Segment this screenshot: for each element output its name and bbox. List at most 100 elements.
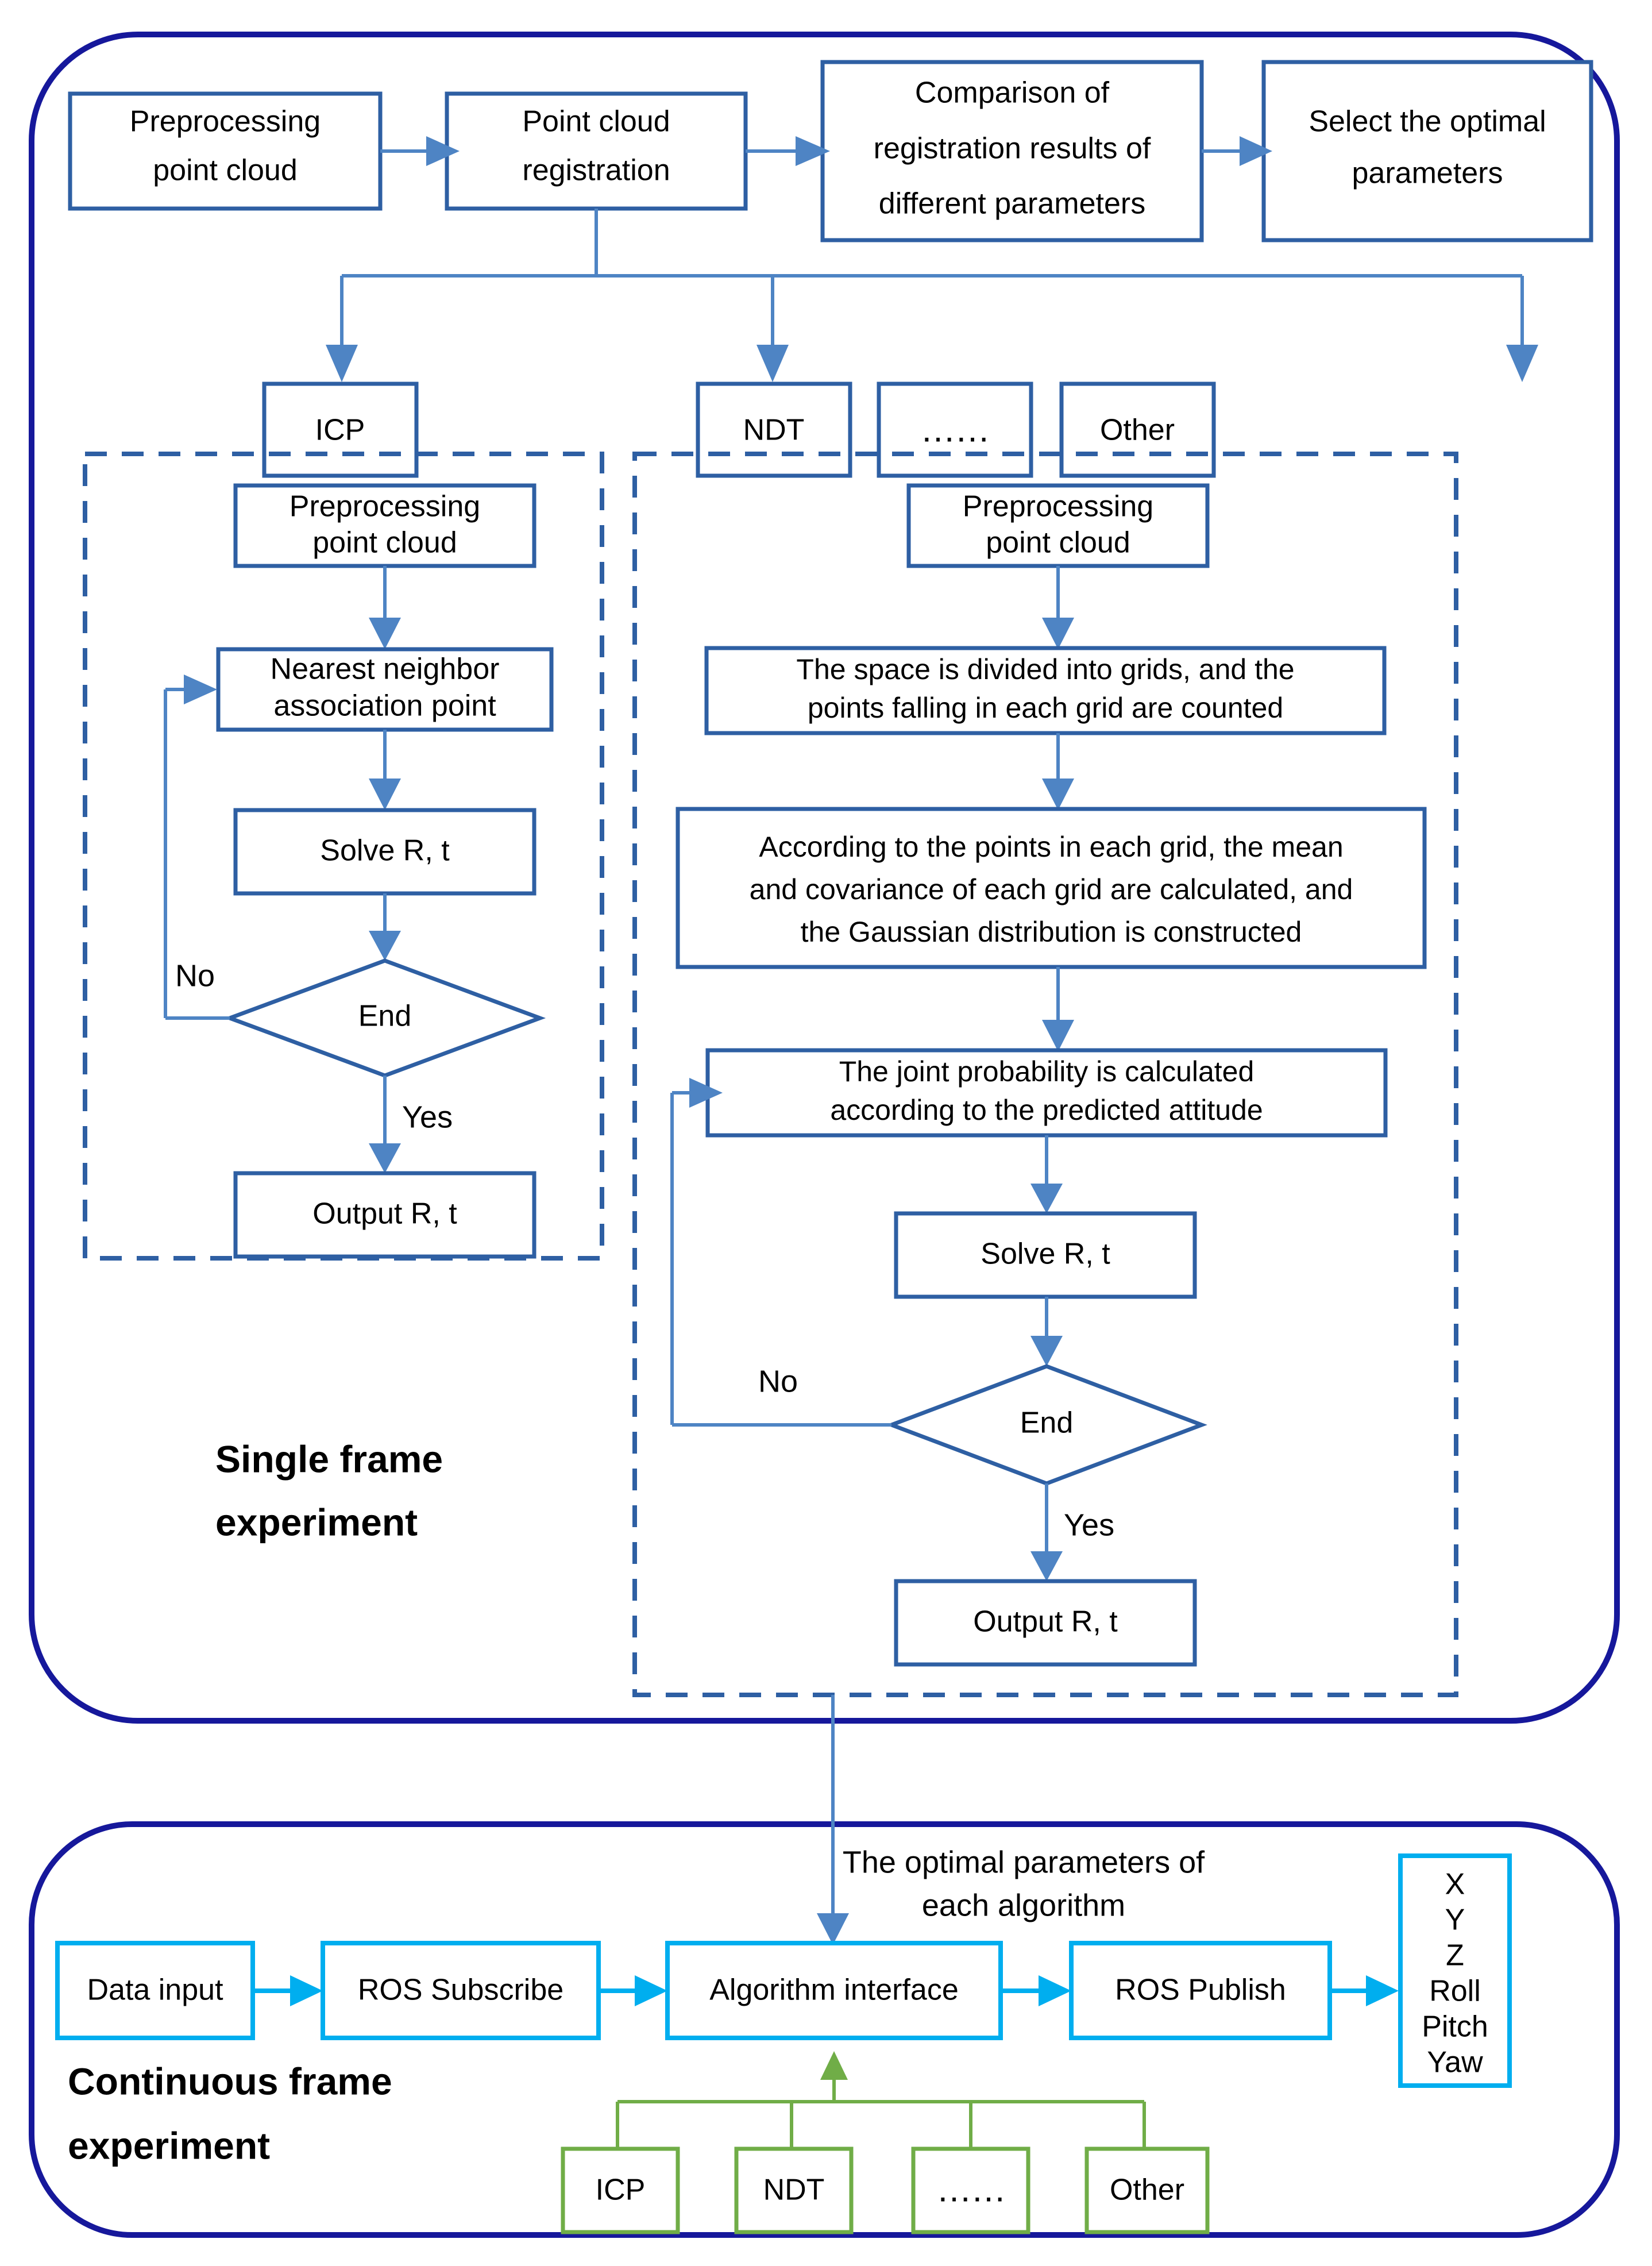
arrow-ros-subscribe-to-algorithm-interface (599, 1975, 667, 2006)
box-icp-solve-label: Solve R, t (320, 834, 450, 868)
box-icp-preprocess[interactable] (233, 483, 536, 568)
continuous-frame-label-line2: experiment (68, 2124, 270, 2167)
box-icp-preprocess-line1: Preprocessing (290, 490, 480, 523)
box-bottom-ellipsis[interactable] (911, 2146, 1030, 2234)
box-ndt-solve-label: Solve R, t (981, 1238, 1110, 1271)
edge-label-icp-no: No (175, 958, 215, 993)
box-ros-subscribe[interactable] (321, 1941, 601, 2040)
arrow-preprocessing-to-registration (380, 136, 460, 166)
box-select-optimal-line2: parameters (1352, 157, 1503, 190)
box-bottom-ndt[interactable] (734, 2146, 854, 2234)
transfer-note-line2: each algorithm (922, 1888, 1125, 1922)
box-icp-solve[interactable] (233, 808, 536, 896)
continuous-frame-container (29, 1821, 1620, 2238)
box-ros-publish-label: ROS Publish (1115, 1974, 1286, 2007)
single-frame-label-line1: Single frame (215, 1438, 443, 1480)
arrow-icp-end-to-output (369, 1076, 401, 1173)
box-comparison-line1: Comparison of (915, 76, 1110, 110)
box-algo-ellipsis[interactable] (877, 381, 1033, 478)
arrow-ndt-joint-to-solve (1030, 1135, 1063, 1213)
box-icp-output-label: Output R, t (312, 1197, 457, 1231)
box-bottom-icp-label: ICP (596, 2173, 646, 2207)
arrow-ndt-grid-to-gauss (1042, 733, 1074, 810)
pose-output-item-roll: Roll (1429, 1975, 1481, 2008)
box-algorithm-interface-label: Algorithm interface (709, 1974, 959, 2007)
box-ndt-gauss[interactable] (676, 807, 1427, 969)
box-algo-icp-label: ICP (315, 414, 365, 447)
box-bottom-ndt-label: NDT (763, 2173, 825, 2207)
box-ndt-preprocess-line1: Preprocessing (963, 490, 1153, 523)
box-pose-output[interactable] (1398, 1853, 1512, 2088)
arrow-comparison-to-select (1202, 136, 1272, 166)
ndt-branch-panel (632, 452, 1458, 1697)
arrow-ndt-preprocess-to-grid (1042, 566, 1074, 649)
box-icp-nearest[interactable] (216, 647, 554, 732)
box-comparison-line2: registration results of (874, 132, 1151, 165)
box-ndt-grid[interactable] (704, 646, 1387, 735)
arrow-data-input-to-ros-subscribe (253, 1975, 323, 2006)
box-data-input-label: Data input (87, 1974, 223, 2007)
continuous-frame-label-line1: Continuous frame (68, 2060, 392, 2102)
box-algo-other[interactable] (1059, 381, 1216, 478)
box-icp-preprocess-line2: point cloud (312, 526, 457, 560)
box-select-optimal[interactable] (1261, 60, 1593, 242)
box-ros-publish[interactable] (1069, 1941, 1332, 2040)
box-ndt-gauss-line2: and covariance of each grid are calculat… (750, 873, 1353, 905)
box-algo-ellipsis-label: …… (920, 410, 989, 449)
box-ndt-grid-line1: The space is divided into grids, and the (796, 653, 1294, 685)
single-frame-label-line2: experiment (215, 1501, 418, 1543)
box-icp-nearest-line2: association point (273, 689, 496, 723)
box-ndt-output-label: Output R, t (973, 1605, 1118, 1639)
box-icp-nearest-line1: Nearest neighbor (271, 653, 500, 686)
arrow-ros-publish-to-pose-output (1330, 1975, 1399, 2006)
edge-label-ndt-no: No (758, 1364, 798, 1398)
box-comparison[interactable] (820, 60, 1204, 242)
single-frame-container (29, 32, 1620, 1724)
box-registration-line1: Point cloud (522, 105, 670, 138)
decision-ndt-end-label: End (1020, 1406, 1074, 1440)
arrow-ndt-end-to-output (1030, 1483, 1063, 1581)
box-algo-icp[interactable] (262, 381, 419, 478)
arrow-registration-to-comparison (746, 136, 830, 166)
box-ndt-solve[interactable] (894, 1211, 1197, 1299)
box-bottom-other-label: Other (1110, 2173, 1184, 2207)
arrow-algorithm-interface-to-ros-publish (1001, 1975, 1071, 2006)
box-ndt-preprocess-line2: point cloud (986, 526, 1130, 560)
arrow-ndt-no-loop (670, 1078, 891, 1427)
box-ndt-gauss-line1: According to the points in each grid, th… (759, 831, 1343, 863)
box-ndt-joint-line2: according to the predicted attitude (830, 1094, 1263, 1126)
pose-output-item-yaw: Yaw (1427, 2046, 1483, 2079)
pose-output-item-x: X (1445, 1868, 1465, 1901)
algorithm-fanout-connector (326, 209, 1538, 382)
arrow-icp-no-loop (164, 675, 230, 1020)
box-ros-subscribe-label: ROS Subscribe (358, 1974, 563, 2007)
box-bottom-other[interactable] (1084, 2146, 1210, 2234)
arrow-icp-preprocess-to-nearest (369, 566, 401, 649)
box-data-input[interactable] (55, 1941, 255, 2040)
box-ndt-gauss-line3: the Gaussian distribution is constructed (801, 916, 1302, 948)
edge-label-icp-yes: Yes (402, 1100, 453, 1134)
box-ndt-output[interactable] (894, 1579, 1197, 1667)
box-bottom-ellipsis-label: …… (936, 2169, 1005, 2209)
pose-output-item-pitch: Pitch (1422, 2010, 1488, 2044)
box-algo-ndt-label: NDT (743, 414, 805, 447)
decision-icp-end-label: End (358, 1000, 412, 1033)
arrow-icp-solve-to-end (369, 893, 401, 961)
arrow-icp-nearest-to-solve (369, 730, 401, 810)
box-icp-output[interactable] (233, 1171, 536, 1259)
box-bottom-icp[interactable] (561, 2146, 680, 2234)
bottom-algorithm-connector (616, 2051, 1146, 2149)
icp-branch-panel (83, 452, 604, 1261)
box-select-optimal-line1: Select the optimal (1309, 105, 1546, 138)
transfer-note-line1: The optimal parameters of (843, 1845, 1205, 1879)
box-ndt-preprocess[interactable] (906, 483, 1210, 568)
box-preprocessing-line2: point cloud (153, 154, 298, 187)
box-ndt-joint-line1: The joint probability is calculated (839, 1055, 1255, 1088)
box-algorithm-interface[interactable] (665, 1941, 1003, 2040)
box-algo-ndt[interactable] (696, 381, 852, 478)
arrow-ndt-solve-to-end (1030, 1297, 1063, 1366)
box-preprocessing-line1: Preprocessing (130, 105, 321, 138)
pose-output-item-y: Y (1445, 1903, 1465, 1937)
pose-output-item-z: Z (1446, 1939, 1464, 1972)
